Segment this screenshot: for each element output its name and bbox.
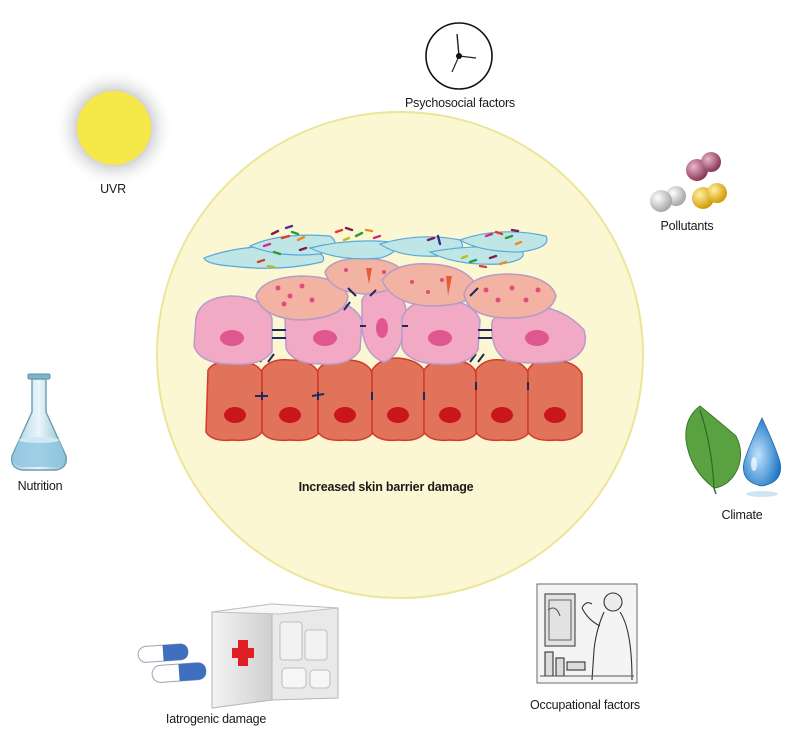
corneocyte-layer <box>203 231 548 269</box>
clock-icon <box>425 22 493 90</box>
occupational-sketch-icon <box>536 583 638 684</box>
granular-junctions <box>347 287 479 297</box>
factor-label-psychosocial: Psychosocial factors <box>405 96 515 110</box>
center-title: Increased skin barrier damage <box>298 480 474 494</box>
capsules-icon <box>137 643 207 683</box>
pollutant-particles-icon <box>650 152 727 212</box>
factor-label-uvr: UVR <box>100 182 126 196</box>
basal-cell-layer <box>205 357 583 442</box>
factor-label-pollutants: Pollutants <box>660 219 714 233</box>
granular-nucleus-marks <box>366 268 452 296</box>
factor-label-climate: Climate <box>721 508 763 522</box>
first-aid-box-icon <box>211 603 339 709</box>
factor-label-occupational: Occupational factors <box>530 698 640 712</box>
surface-lipid-fragments <box>256 224 523 269</box>
factor-label-iatrogenic: Iatrogenic damage <box>165 712 267 726</box>
basal-nuclei <box>224 407 566 423</box>
sun-icon <box>54 68 174 188</box>
granular-granules <box>275 268 541 307</box>
flask-icon <box>11 373 67 471</box>
factor-label-nutrition: Nutrition <box>17 479 63 493</box>
leaf-icon <box>685 405 742 495</box>
granular-cell-layer <box>255 257 557 321</box>
water-droplet-icon <box>743 417 781 497</box>
skin-layers-illustration <box>193 224 587 442</box>
spinous-nuclei <box>220 318 549 346</box>
